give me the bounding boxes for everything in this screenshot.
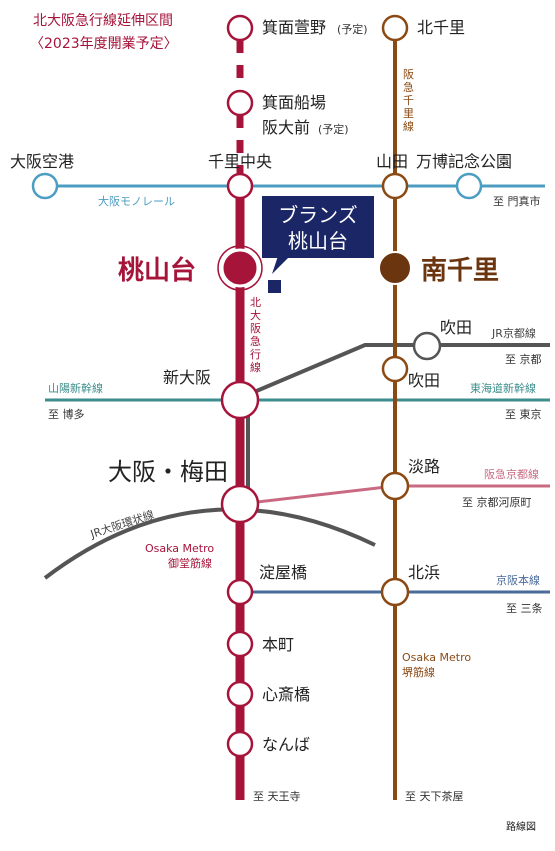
label-yodoyabashi: 淀屋橋 <box>259 563 307 582</box>
station-marker-osaka-umeda <box>220 484 260 524</box>
station-marker-awaji <box>380 471 410 501</box>
station-marker-yamada <box>381 172 409 200</box>
label-suita-jr: 吹田 <box>440 318 472 337</box>
label-osaka-airport: 大阪空港 <box>10 152 74 171</box>
label-jr-kyoto: JR京都線 <box>491 326 536 340</box>
property-marker <box>268 280 281 293</box>
direction-monorail: 至 門真市 <box>493 194 541 208</box>
station-marker-momoyamadai <box>220 248 260 288</box>
station-marker-shinsaibashi <box>226 680 254 708</box>
direction-midosuji: 至 天王寺 <box>253 790 301 803</box>
station-marker-suita-jr <box>412 331 442 361</box>
station-marker-minoh-kayano <box>226 14 254 42</box>
station-marker-yodoyabashi <box>226 578 254 606</box>
label-keihan: 京阪本線 <box>496 573 540 587</box>
direction-hankyu-kyoto: 至 京都河原町 <box>462 495 532 509</box>
kitakyu-vertical-label: 北 大 阪 急 行 線 <box>250 296 261 374</box>
kitakyu-char: 行 <box>250 348 261 361</box>
station-marker-shin-osaka <box>220 380 260 420</box>
label-banpaku: 万博記念公園 <box>416 152 512 171</box>
label-tokaido-shinkansen: 東海道新幹線 <box>470 381 536 395</box>
station-marker-suita-hankyu <box>381 355 409 383</box>
station-marker-osaka-airport <box>31 172 59 200</box>
label-osaka-umeda: 大阪・梅田 <box>108 458 228 486</box>
station-markers <box>31 14 483 758</box>
kitakyu-char: 線 <box>250 360 261 374</box>
hankyu-senri-char: 線 <box>403 119 414 133</box>
label-momoyamadai: 桃山台 <box>118 255 196 286</box>
direction-sakaisuji: 至 天下茶屋 <box>405 790 464 803</box>
kitakyu-char: 大 <box>250 308 261 322</box>
station-marker-momoyamadai-ring <box>217 245 263 291</box>
station-marker-minamisenri <box>378 251 412 285</box>
hankyu-senri-char: 阪 <box>403 67 414 81</box>
map-caption: 路線図 <box>506 820 536 833</box>
label-minoh-kayano-note: (予定) <box>337 22 368 36</box>
kitakyu-char: 阪 <box>250 321 261 335</box>
station-marker-minoh-funaba <box>226 89 254 117</box>
kitakyu-char: 北 <box>250 296 261 309</box>
label-hankyu-kyoto: 阪急京都線 <box>484 467 539 481</box>
callout-text-line1: ブランズ <box>278 203 358 227</box>
label-shinsaibashi: 心斎橋 <box>262 685 310 704</box>
label-shin-osaka: 新大阪 <box>163 368 211 387</box>
notice-line1: 北大阪急行線延伸区間 <box>33 13 173 29</box>
label-awaji: 淡路 <box>408 457 440 476</box>
callout-text-line2: 桃山台 <box>288 229 348 253</box>
label-monorail: 大阪モノレール <box>98 194 175 208</box>
label-midosuji-2: 御堂筋線 <box>168 556 212 570</box>
label-minoh-funaba-2: 阪大前 <box>262 118 310 137</box>
hankyu-senri-char: 里 <box>403 107 414 120</box>
direction-jr-kyoto: 至 京都 <box>505 352 542 366</box>
notice-line2: 〈2023年度開業予定〉 <box>30 36 178 52</box>
station-marker-kitasenri <box>381 14 409 42</box>
hankyu-kyoto-line <box>239 484 396 506</box>
direction-sanyo: 至 博多 <box>48 407 85 421</box>
direction-keihan: 至 三条 <box>506 601 543 615</box>
hankyu-senri-char: 千 <box>403 94 414 107</box>
jr-kyoto-line <box>239 343 550 400</box>
label-senri-chuo: 千里中央 <box>208 152 272 171</box>
label-minoh-kayano: 箕面萱野 <box>262 18 326 37</box>
label-midosuji-1: Osaka Metro <box>145 542 214 555</box>
hankyu-senri-char: 急 <box>403 80 414 94</box>
label-sanyo-shinkansen: 山陽新幹線 <box>48 381 103 395</box>
label-yamada: 山田 <box>376 152 408 171</box>
jr-loop-line <box>43 507 376 580</box>
label-minoh-funaba-note: (予定) <box>318 122 349 136</box>
station-marker-honmachi <box>226 630 254 658</box>
label-kitahama: 北浜 <box>408 563 440 582</box>
label-honmachi: 本町 <box>262 635 294 654</box>
kitakyu-char: 急 <box>250 334 261 348</box>
station-marker-namba <box>226 730 254 758</box>
label-kitasenri: 北千里 <box>417 18 465 37</box>
label-sakaisuji-1: Osaka Metro <box>402 651 471 664</box>
station-marker-senri-chuo <box>226 172 254 200</box>
station-marker-banpaku <box>455 172 483 200</box>
label-namba: なんば <box>262 735 310 754</box>
direction-tokaido: 至 東京 <box>505 407 542 421</box>
station-marker-kitahama <box>380 577 410 607</box>
hankyu-senri-vertical-label: 阪 急 千 里 線 <box>403 67 414 133</box>
label-minoh-funaba-1: 箕面船場 <box>262 93 326 112</box>
label-suita-hankyu: 吹田 <box>408 371 440 390</box>
label-sakaisuji-2: 堺筋線 <box>402 665 435 679</box>
label-minamisenri: 南千里 <box>421 256 499 286</box>
callout-box <box>262 196 374 258</box>
callout-pointer <box>272 256 290 274</box>
